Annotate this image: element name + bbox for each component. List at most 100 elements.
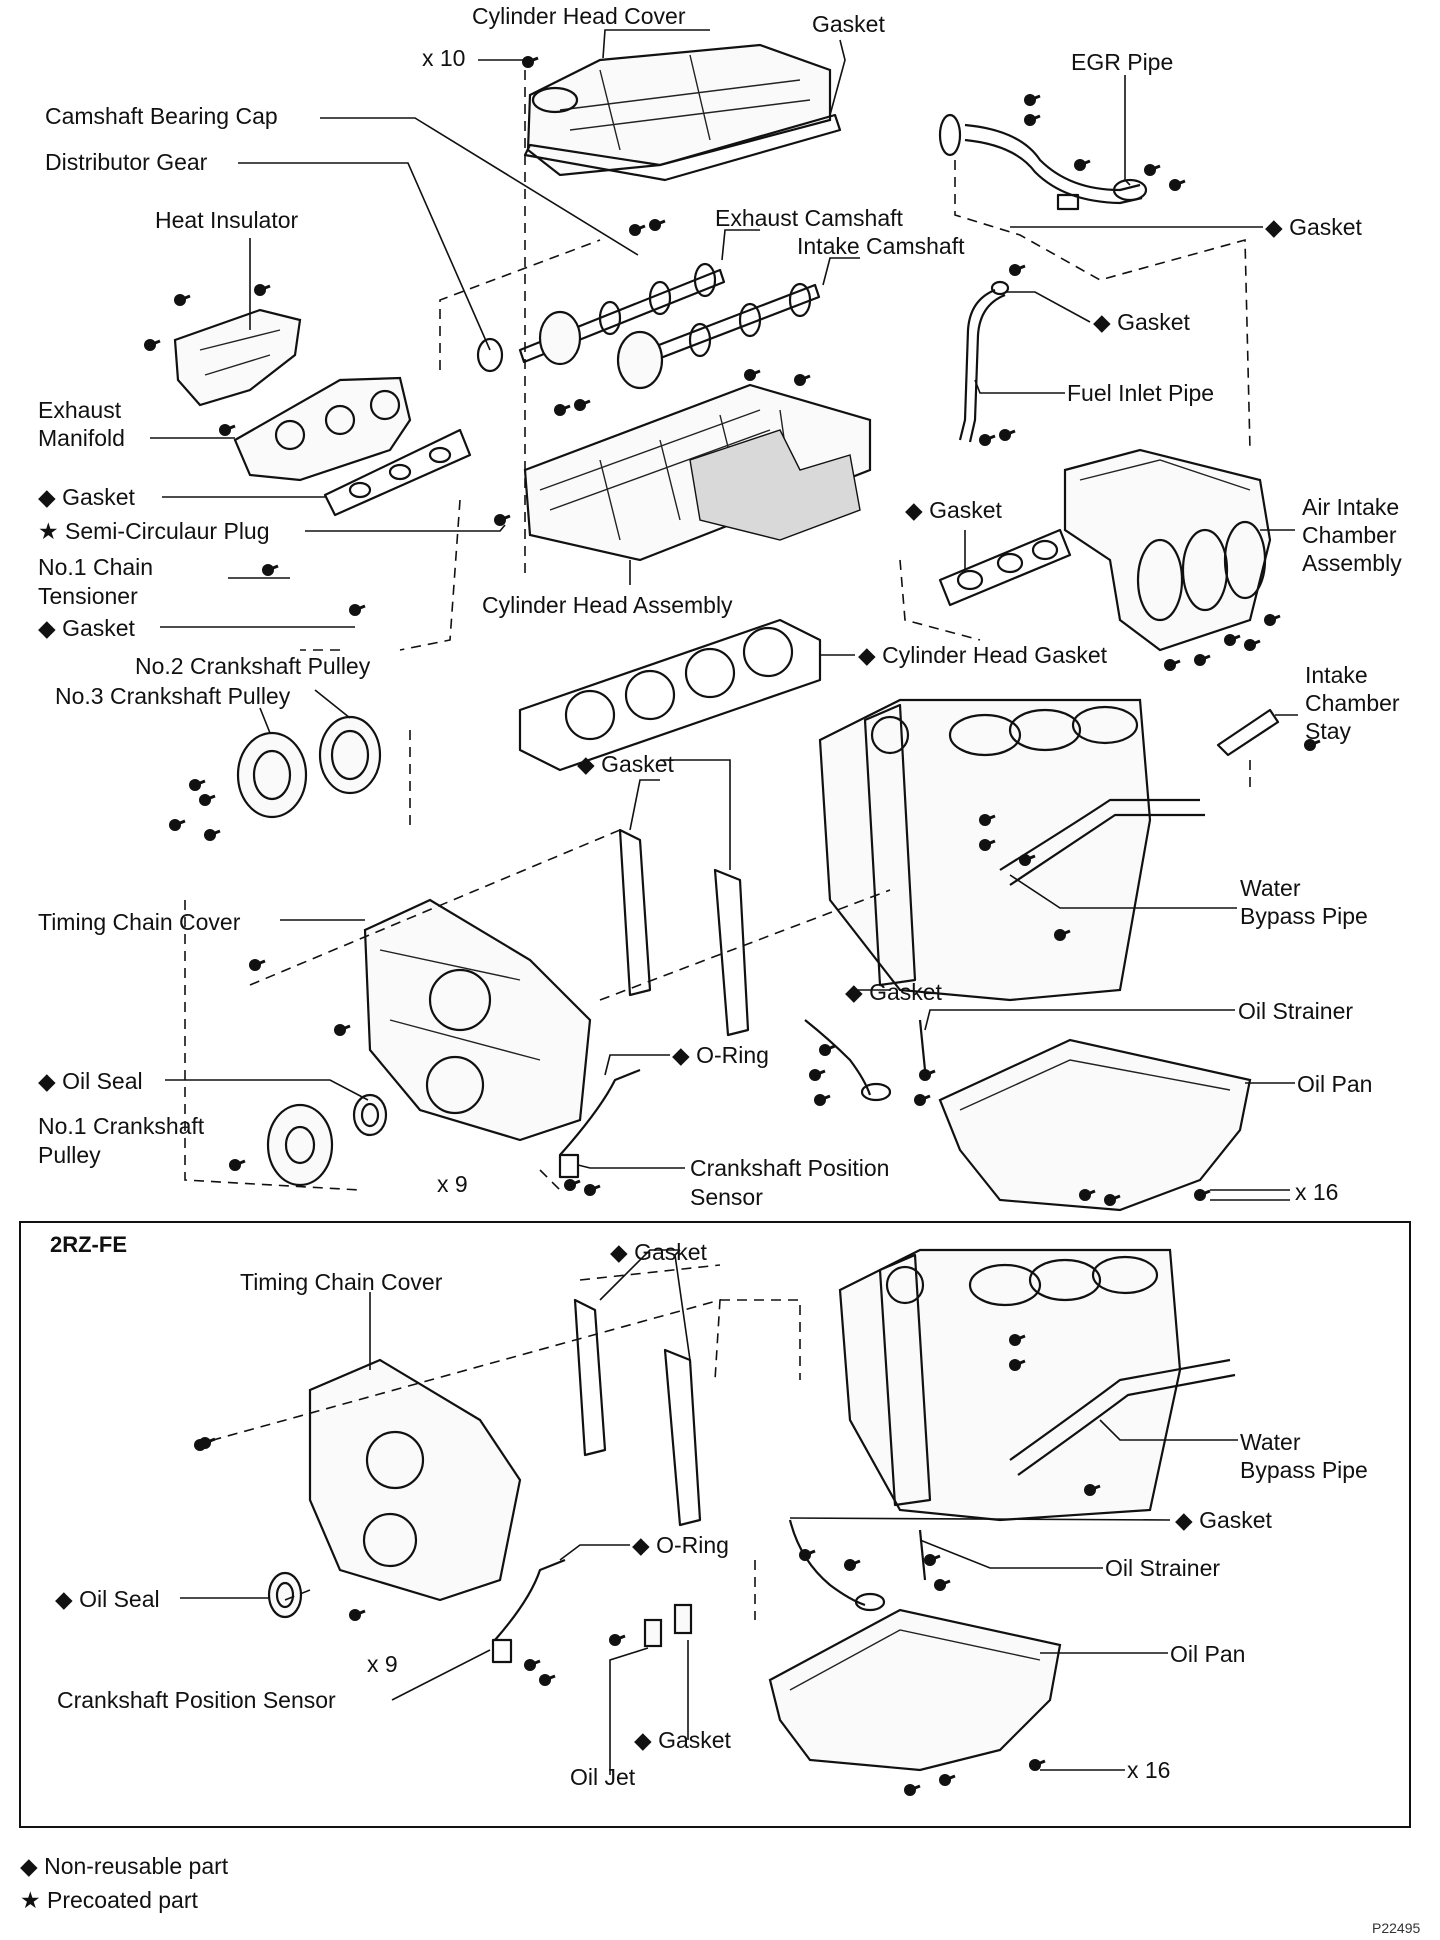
bolt-shank xyxy=(824,1044,836,1052)
bolts-group xyxy=(144,56,1321,1796)
label-exhaust-camshaft: Exhaust Camshaft xyxy=(715,205,904,231)
inset-label-oil-seal: ◆ Oil Seal xyxy=(55,1586,160,1612)
inset-2rz-fe-frame xyxy=(19,1221,1411,1828)
bolt-shank xyxy=(1199,654,1211,662)
label-air-intake: Air Intake xyxy=(1302,494,1399,520)
inset-label-oil-pan: Oil Pan xyxy=(1170,1641,1245,1667)
label-no3-pulley: No.3 Crankshaft Pulley xyxy=(55,683,291,709)
bolt-shank xyxy=(1149,164,1161,172)
heat-insulator-drawing xyxy=(173,308,302,407)
label-chain-tensioner-1: No.1 Chain xyxy=(38,554,153,580)
bolt-shank xyxy=(204,794,216,802)
bolt-shank xyxy=(1004,429,1016,437)
label-gasket-chain: ◆ Gasket xyxy=(577,751,675,777)
bolt-shank xyxy=(234,1159,246,1167)
bolt-shank xyxy=(1059,929,1071,937)
bolt-shank xyxy=(1199,1189,1211,1197)
bolt-shank xyxy=(579,399,591,407)
bolt-shank xyxy=(924,1069,936,1077)
bolt-shank xyxy=(149,339,161,347)
engine-block-drawing xyxy=(818,698,1205,1002)
label-gasket-exhaust: ◆ Gasket xyxy=(38,484,136,510)
inset-label-crank-sensor: Crankshaft Position Sensor xyxy=(57,1687,336,1713)
legend: ◆ Non-reusable part ★ Precoated part xyxy=(20,1853,229,1913)
bolt-shank xyxy=(849,1559,861,1567)
inset-oil-seal-drawing xyxy=(267,1571,303,1619)
inset-engine-block-drawing xyxy=(838,1248,1236,1522)
inset-label-timing-chain-cover: Timing Chain Cover xyxy=(240,1269,443,1295)
inset-title: 2RZ-FE xyxy=(50,1232,127,1257)
label-x10: x 10 xyxy=(422,45,465,71)
bolt-shank xyxy=(1014,264,1026,272)
label-no1-pulley: No.1 Crankshaft xyxy=(38,1113,205,1139)
no1-crankshaft-pulley-drawing xyxy=(266,1103,334,1187)
exhaust-gasket-drawing xyxy=(323,428,472,517)
bolt-shank xyxy=(929,1554,941,1562)
bolt-shank xyxy=(1029,94,1041,102)
bolt-shank xyxy=(1034,1759,1046,1767)
label-gasket-tensioner: ◆ Gasket xyxy=(38,615,136,641)
bolt-shank xyxy=(819,1094,831,1102)
bolt-shank xyxy=(749,369,761,377)
bolt-shank xyxy=(909,1784,921,1792)
label-manifold: Manifold xyxy=(38,425,125,451)
bolt-shank xyxy=(1169,659,1181,667)
label-gasket-fuel: ◆ Gasket xyxy=(1093,309,1191,335)
bolt-shank xyxy=(589,1184,601,1192)
inset-crankshaft-sensor-drawing xyxy=(491,1558,566,1664)
label-chain-tensioner-2: Tensioner xyxy=(38,583,138,609)
label-exhaust: Exhaust xyxy=(38,397,122,423)
cylinder-head-drawing xyxy=(523,383,872,562)
assembly-dashed-lines xyxy=(184,70,1251,1620)
leader-lines xyxy=(150,29,1298,1775)
inset-label-oil-jet: Oil Jet xyxy=(570,1764,636,1790)
bolt-shank xyxy=(559,404,571,412)
label-fuel-inlet-pipe: Fuel Inlet Pipe xyxy=(1067,380,1214,406)
label-stay-intake: Intake xyxy=(1305,662,1368,688)
label-heat-insulator: Heat Insulator xyxy=(155,207,299,233)
bolt-shank xyxy=(804,1549,816,1557)
bolt-shank xyxy=(1014,1359,1026,1367)
bolt-shank xyxy=(614,1634,626,1642)
bolt-shank xyxy=(1089,1484,1101,1492)
inset-label-x16: x 16 xyxy=(1127,1757,1170,1783)
crankshaft-sensor-drawing xyxy=(558,1068,641,1179)
bolt-shank xyxy=(527,56,539,64)
label-cylinder-head-assembly: Cylinder Head Assembly xyxy=(482,592,733,618)
inset-label-bypass-pipe: Bypass Pipe xyxy=(1240,1457,1368,1483)
labels-main: Cylinder Head Cover Gasket x 10 EGR Pipe… xyxy=(38,3,1402,1210)
chain-cover-gaskets-drawing xyxy=(618,828,750,1037)
label-gasket-top: Gasket xyxy=(812,11,885,37)
bolt-shank xyxy=(209,829,221,837)
camshafts-drawing xyxy=(476,262,821,390)
label-oil-pan: Oil Pan xyxy=(1297,1071,1372,1097)
label-camshaft-bearing-cap: Camshaft Bearing Cap xyxy=(45,103,278,129)
inset-chain-cover-gaskets-drawing xyxy=(573,1298,702,1527)
bolt-shank xyxy=(984,839,996,847)
bolt-shank xyxy=(544,1674,556,1682)
bolt-shank xyxy=(1269,614,1281,622)
figure-code: P22495 xyxy=(1372,1920,1420,1936)
label-distributor-gear: Distributor Gear xyxy=(45,149,208,175)
label-semi-circular-plug: ★ Semi-Circulaur Plug xyxy=(38,518,270,544)
timing-chain-cover-drawing xyxy=(363,898,592,1142)
fuel-inlet-pipe-drawing xyxy=(958,280,1010,443)
bolt-shank xyxy=(354,604,366,612)
inset-oil-jet-drawing xyxy=(643,1603,693,1648)
bolt-shank xyxy=(984,814,996,822)
bolt-shank xyxy=(174,819,186,827)
label-gasket-intake: ◆ Gasket xyxy=(905,497,1003,523)
legend-non-reusable: ◆ Non-reusable part xyxy=(20,1853,229,1879)
bolt-shank xyxy=(919,1094,931,1102)
label-gasket-egr: ◆ Gasket xyxy=(1265,214,1363,240)
label-oil-strainer: Oil Strainer xyxy=(1238,998,1353,1024)
label-egr-pipe: EGR Pipe xyxy=(1071,49,1173,75)
intake-chamber-stay-drawing xyxy=(1216,708,1280,757)
label-x16: x 16 xyxy=(1295,1179,1338,1205)
bolt-shank xyxy=(339,1024,351,1032)
label-bypass-pipe: Bypass Pipe xyxy=(1240,903,1368,929)
label-gasket-strainer: ◆ Gasket xyxy=(845,979,943,1005)
bolt-shank xyxy=(254,959,266,967)
